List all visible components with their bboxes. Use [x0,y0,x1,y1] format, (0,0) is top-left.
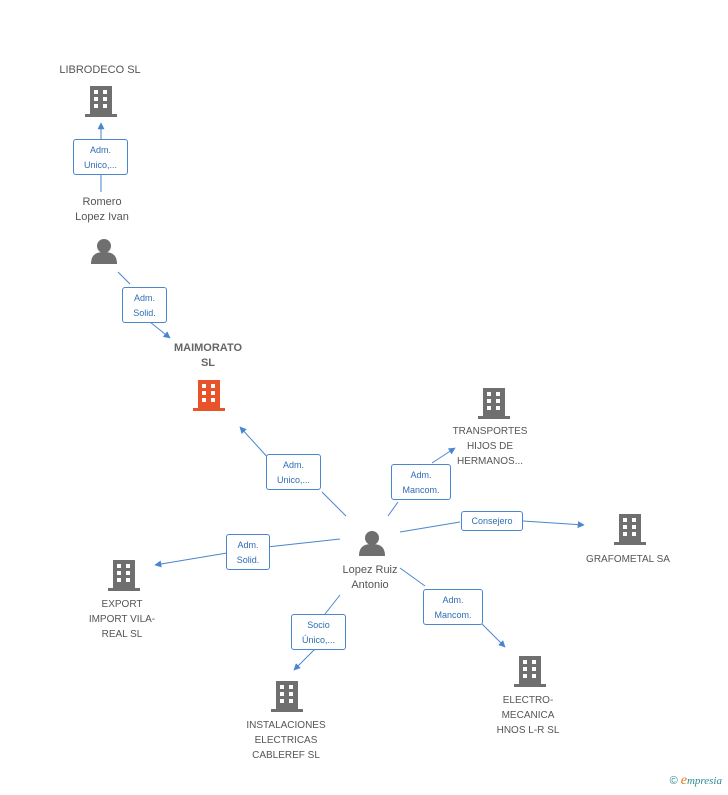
building-icon[interactable] [614,514,646,545]
node-label-librodeco[interactable]: LIBRODECO SL [59,64,141,76]
edge-lopez-export [155,538,341,565]
person-icon[interactable] [91,239,117,264]
node-label-romero[interactable]: Romero Lopez Ivan [75,196,129,223]
node-label-export[interactable]: EXPORT IMPORT VILA- REAL SL [88,599,156,640]
edge-lopez-maimorato [240,427,347,517]
node-label-grafometal[interactable]: GRAFOMETAL SA [586,554,670,565]
building-icon[interactable] [271,681,303,712]
copyright-symbol: © [669,775,678,787]
edge-lopez-transportes [387,448,455,517]
edge-label-lopez-grafometal[interactable]: Consejero [461,511,523,531]
brand-initial: e [680,773,687,788]
node-label-instalaciones[interactable]: INSTALACIONES ELECTRICAS CABLEREF SL [246,720,326,761]
building-icon-main[interactable] [193,380,225,411]
edge-label-romero-librodeco[interactable]: Adm. Unico,... [73,139,128,175]
node-label-electro[interactable]: ELECTRO- MECANICA HNOS L-R SL [496,695,560,736]
edge-lopez-instalaciones [294,594,341,670]
building-icon[interactable] [85,86,117,117]
edge-label-romero-maimorato[interactable]: Adm. Solid. [122,287,167,323]
edge-label-lopez-transportes[interactable]: Adm. Mancom. [391,464,451,500]
building-icon[interactable] [478,388,510,419]
brand-name: mpresia [686,775,722,787]
node-label-lopez[interactable]: Lopez Ruiz Antonio [342,564,398,591]
node-label-maimorato[interactable]: MAIMORATO SL [173,342,243,369]
edge-label-lopez-export[interactable]: Adm. Solid. [226,534,270,570]
node-label-transportes[interactable]: TRANSPORTES HIJOS DE HERMANOS... [452,426,528,467]
edge-label-lopez-electro[interactable]: Adm. Mancom. [423,589,483,625]
brand-footer: ©empresia [670,773,722,789]
edge-lopez-grafometal [399,521,584,533]
edge-label-lopez-maimorato[interactable]: Adm. Unico,... [266,454,321,490]
building-icon[interactable] [108,560,140,591]
edge-romero-maimorato [117,271,170,338]
edge-lopez-electro [399,567,505,647]
building-icon[interactable] [514,656,546,687]
edge-label-lopez-instalaciones[interactable]: Socio Único,... [291,614,346,650]
person-icon[interactable] [359,531,385,556]
